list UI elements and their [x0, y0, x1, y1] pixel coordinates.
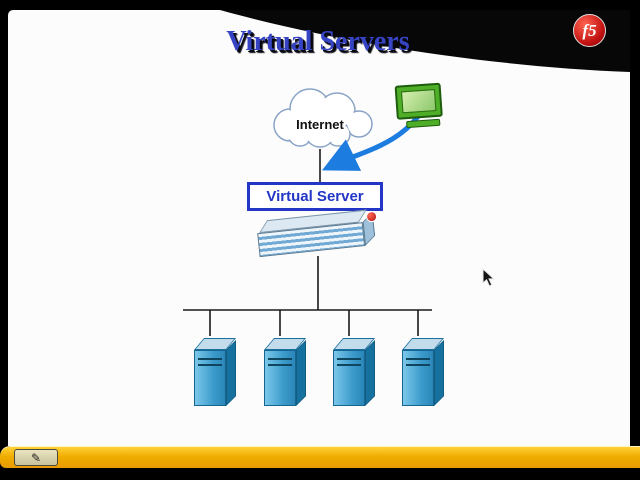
server-side-face [365, 340, 375, 406]
server-vent [406, 358, 430, 360]
client-computer-icon [394, 82, 450, 129]
f5-logo-text: f5 [582, 20, 597, 40]
server-side-face [226, 340, 236, 406]
server-vent [198, 364, 222, 366]
server-vent [337, 364, 361, 366]
virtual-server-box: Virtual Server [247, 182, 383, 211]
internet-label: Internet [296, 117, 344, 132]
server-vent [198, 358, 222, 360]
server-front-face [402, 350, 434, 406]
slide-title: Virtual Servers [226, 26, 410, 57]
monitor-icon [394, 82, 443, 120]
mouse-cursor [482, 268, 496, 287]
server-tower-icon [401, 337, 447, 409]
pen-tool-button[interactable]: ✎ [14, 449, 58, 466]
f5-logo-icon: f5 [573, 14, 606, 47]
network-diagram-lines [183, 88, 432, 336]
server-front-face [194, 350, 226, 406]
monitor-screen [400, 89, 437, 114]
server-vent [268, 364, 292, 366]
server-vent [337, 358, 361, 360]
server-vent [268, 358, 292, 360]
server-side-face [434, 340, 444, 406]
server-tower-icon [193, 337, 239, 409]
server-vent [406, 364, 430, 366]
presenter-toolbar: ✎ [0, 446, 640, 468]
slide-top-decoration [220, 10, 630, 72]
server-side-face [296, 340, 306, 406]
server-tower-icon [263, 337, 309, 409]
server-front-face [264, 350, 296, 406]
server-front-face [333, 350, 365, 406]
pencil-icon: ✎ [30, 450, 42, 465]
server-tower-icon [332, 337, 378, 409]
f5-badge-icon [365, 210, 378, 223]
slide[interactable]: Virtual Servers f5 [8, 10, 630, 446]
